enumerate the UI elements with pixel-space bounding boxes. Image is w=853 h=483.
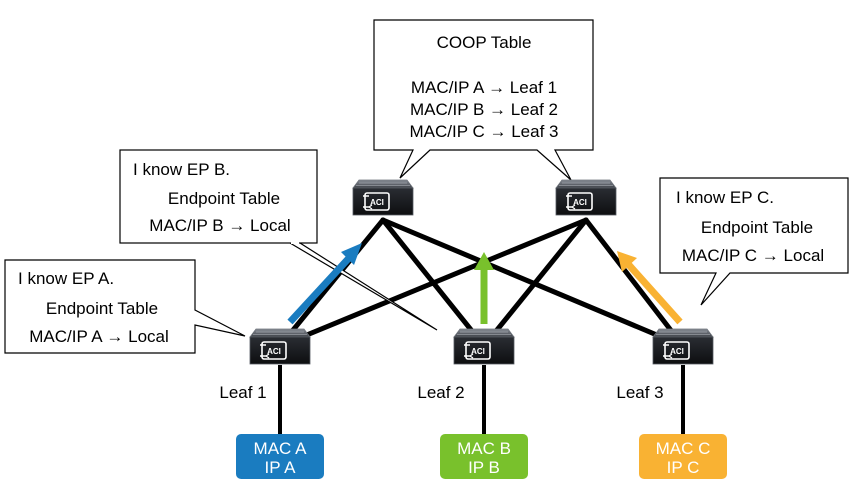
coop-row-a: MAC/IP A → Leaf 1 [411, 78, 557, 97]
leaf2-label: Leaf 2 [417, 383, 464, 402]
endpoint-a-mac: MAC A [254, 439, 308, 458]
endpoint-a-ip: IP A [265, 458, 297, 477]
endpoint-b-ip: IP B [468, 458, 500, 477]
endpoint-c-box [639, 434, 727, 479]
update-arrow-leaf1 [287, 243, 362, 325]
link-spine2-leaf2 [481, 217, 589, 349]
endpoint-b: MAC B IP B [440, 434, 528, 479]
link-spine1-leaf1 [277, 217, 386, 349]
leaf1-callout-line1: I know EP A. [18, 269, 114, 288]
leaf-switch-3: ACI [652, 328, 714, 365]
aci-icon: ACI [267, 347, 281, 356]
aci-icon: ACI [670, 347, 684, 356]
update-arrow-leaf3 [617, 251, 683, 325]
leaf3-callout-line2: Endpoint Table [701, 218, 813, 237]
access-links [278, 365, 685, 434]
leaf3-callout-line3: MAC/IP C → Local [682, 246, 824, 265]
endpoint-c-mac: MAC C [656, 439, 711, 458]
coop-table-callout: COOP Table MAC/IP A → Leaf 1 MAC/IP B → … [373, 19, 594, 181]
leaf1-callout-line2: Endpoint Table [46, 299, 158, 318]
leaf1-callout-line3: MAC/IP A → Local [29, 327, 169, 346]
leaf1-endpoint-callout: I know EP A. Endpoint Table MAC/IP A → L… [4, 259, 246, 354]
leaf2-callout-line2: Endpoint Table [168, 189, 280, 208]
link-spine2-leaf1 [277, 217, 589, 349]
spine-switch-1: ACI [352, 179, 414, 216]
aci-icon: ACI [471, 347, 485, 356]
leaf3-endpoint-callout: I know EP C. Endpoint Table MAC/IP C → L… [659, 177, 849, 306]
coop-table-title: COOP Table [437, 33, 532, 52]
leaf-switch-1: ACI [249, 328, 311, 365]
coop-row-b: MAC/IP B → Leaf 2 [410, 100, 558, 119]
endpoint-c-ip: IP C [667, 458, 700, 477]
endpoint-a: MAC A IP A [236, 434, 324, 479]
leaf1-label: Leaf 1 [219, 383, 266, 402]
endpoint-a-box [236, 434, 324, 479]
leaf3-callout-line1: I know EP C. [676, 188, 774, 207]
leaf2-endpoint-callout: I know EP B. Endpoint Table MAC/IP B → L… [119, 149, 438, 331]
aci-icon: ACI [370, 198, 384, 207]
endpoint-c: MAC C IP C [639, 434, 727, 479]
coop-row-c: MAC/IP C → Leaf 3 [410, 122, 559, 141]
spine-switch-2: ACI [555, 179, 617, 216]
link-spine2-leaf3 [583, 217, 686, 349]
leaf2-callout-line1: I know EP B. [133, 160, 230, 179]
leaf2-callout-line3: MAC/IP B → Local [149, 216, 290, 235]
endpoint-b-box [440, 434, 528, 479]
fabric-links [277, 217, 686, 349]
update-arrow-leaf2 [474, 252, 494, 324]
aci-icon: ACI [573, 198, 587, 207]
leaf3-label: Leaf 3 [616, 383, 663, 402]
endpoint-b-mac: MAC B [457, 439, 511, 458]
leaf-switch-2: ACI [453, 328, 515, 365]
